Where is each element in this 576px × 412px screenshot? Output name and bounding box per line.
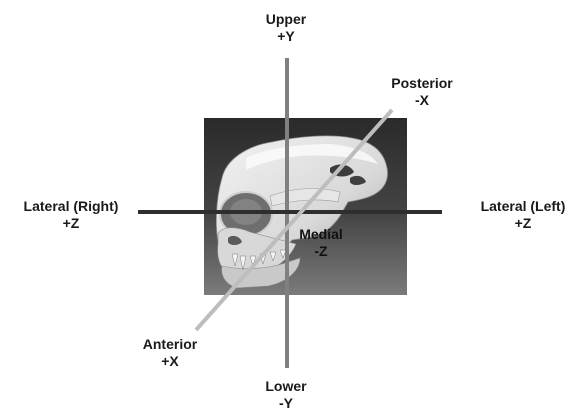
upper-sign: +Y — [246, 28, 326, 45]
lateral-right-label: Lateral (Right) +Z — [0, 198, 142, 232]
lower-name: Lower — [246, 378, 326, 395]
upper-label: Upper +Y — [246, 11, 326, 45]
lower-sign: -Y — [246, 395, 326, 412]
anterior-name: Anterior — [120, 336, 220, 353]
lateral-right-name: Lateral (Right) — [0, 198, 142, 215]
upper-name: Upper — [246, 11, 326, 28]
lower-label: Lower -Y — [246, 378, 326, 412]
posterior-label: Posterior -X — [372, 75, 472, 109]
anterior-sign: +X — [120, 353, 220, 370]
medial-sign: -Z — [286, 243, 356, 260]
posterior-name: Posterior — [372, 75, 472, 92]
anterior-label: Anterior +X — [120, 336, 220, 370]
lateral-left-label: Lateral (Left) +Z — [458, 198, 576, 232]
posterior-sign: -X — [372, 92, 472, 109]
medial-label: Medial -Z — [286, 226, 356, 260]
lateral-right-sign: +Z — [0, 215, 142, 232]
lateral-left-sign: +Z — [458, 215, 576, 232]
medial-name: Medial — [286, 226, 356, 243]
lateral-left-name: Lateral (Left) — [458, 198, 576, 215]
